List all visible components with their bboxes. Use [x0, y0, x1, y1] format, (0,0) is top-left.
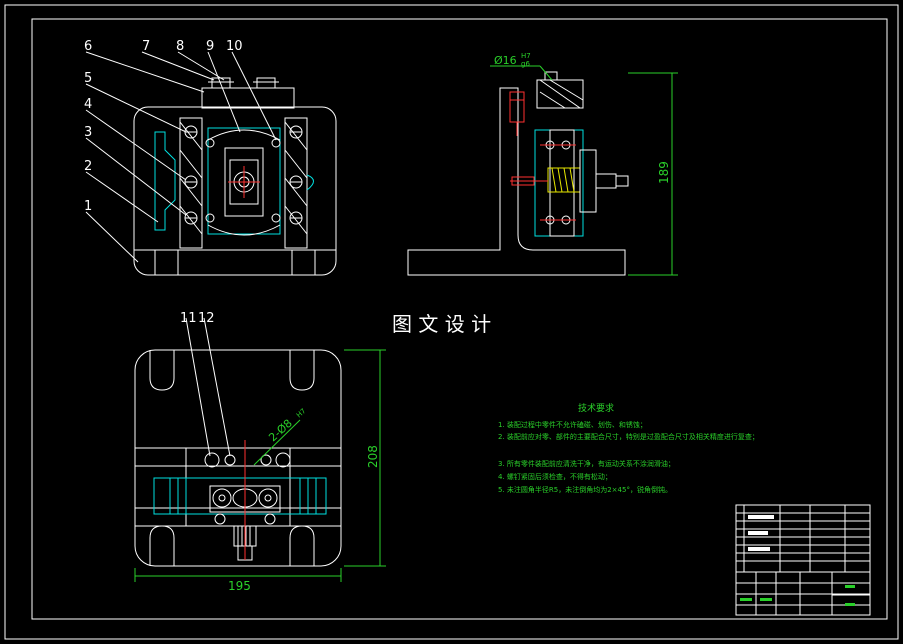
tech-requirement-1: 1. 装配过程中零件不允许磕碰、划伤、和锈蚀； [498, 420, 647, 429]
inner-border [31, 18, 888, 620]
part-label-6: 6 [84, 39, 92, 54]
tech-requirement-2: 2. 装配前应对零、部件的主要配合尺寸，特别是过盈配合尺寸及相关精度进行复查； [498, 432, 759, 441]
tech-requirement-4: 4. 螺钉紧固后须检查，不得有松动； [498, 472, 612, 481]
leader-lines [85, 51, 277, 457]
part-label-7: 7 [142, 39, 150, 54]
tech-requirement-5: 5. 未注圆角半径R5，未注倒角均为2×45°，锐角倒钝。 [498, 485, 672, 494]
part-label-11: 11 [180, 311, 197, 326]
dim-plan-holes-fit: H7 [295, 407, 308, 419]
dim-plan-height: 208 [366, 445, 380, 468]
dim-side-bore-fit-bottom: g6 [521, 60, 530, 68]
part-label-3: 3 [84, 125, 92, 140]
dim-side-height: 189 [657, 161, 671, 184]
side-view [407, 65, 678, 276]
front-view [133, 77, 337, 276]
part-label-5: 5 [84, 71, 92, 86]
dim-side-bore-fit-top: H7 [521, 52, 531, 60]
title-block [735, 504, 871, 616]
part-label-2: 2 [84, 159, 92, 174]
part-label-8: 8 [176, 39, 184, 54]
part-label-12: 12 [198, 311, 215, 326]
tech-requirements-heading: 技术要求 [578, 402, 614, 414]
part-label-4: 4 [84, 97, 92, 112]
part-label-9: 9 [206, 39, 214, 54]
dim-side-bore: Ø16 [494, 54, 517, 67]
outer-border [4, 4, 899, 640]
dim-plan-width: 195 [228, 579, 251, 593]
dim-plan-holes: 2-Ø8 [266, 417, 294, 444]
part-label-1: 1 [84, 199, 92, 214]
plan-view [134, 349, 386, 582]
title-overlay: 图 文 设 计 [392, 312, 491, 336]
tech-requirement-3: 3. 所有零件装配前应清洗干净，有运动关系不涂润滑油； [498, 459, 675, 468]
part-label-10: 10 [226, 39, 243, 54]
